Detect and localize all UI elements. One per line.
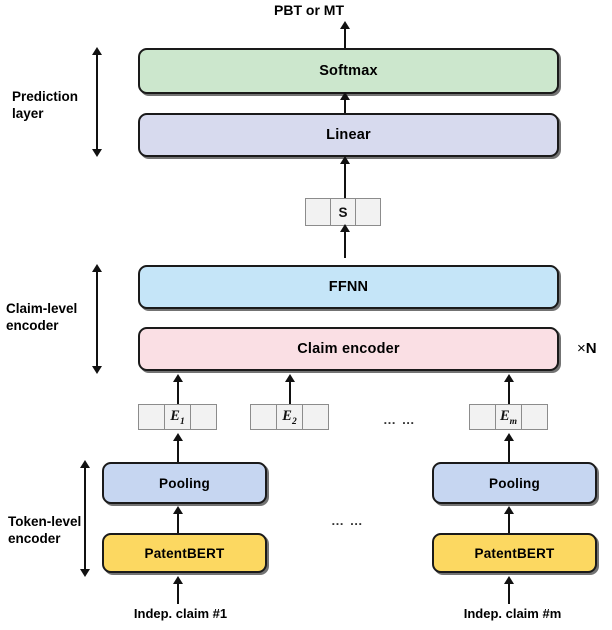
- arrow-pooling1-to-e1-line: [177, 440, 179, 462]
- token-level-encoder-range-indicator: [80, 460, 90, 577]
- ellipsis-embedding-row: … …: [383, 412, 416, 427]
- prediction-layer-range-indicator: [92, 47, 102, 157]
- token-cell-left: [305, 198, 331, 226]
- token-label-e1: E1: [170, 407, 185, 427]
- block-pooling-1[interactable]: Pooling: [102, 462, 267, 504]
- token-label-s: S: [338, 204, 348, 220]
- arrow-ffnn-to-s-line: [344, 228, 346, 258]
- block-pooling-1-label: Pooling: [159, 475, 210, 491]
- token-cell-em: Em: [495, 404, 522, 430]
- token-cell-left: [138, 404, 165, 430]
- arrow-poolingm-to-em-head: [504, 433, 514, 441]
- block-patentbert-1[interactable]: PatentBERT: [102, 533, 267, 573]
- range-arrow-down-icon: [92, 149, 102, 157]
- range-arrow-up-icon: [80, 460, 90, 468]
- arrow-patentbert1-to-pooling1-line: [177, 512, 179, 534]
- arrow-patentbertm-to-poolingm-line: [508, 512, 510, 534]
- ellipsis-token-encoder-row: … …: [331, 513, 364, 528]
- stage-label-token-level-encoder: Token-level encoder: [8, 514, 82, 546]
- arrow-pooling1-to-e1-head: [173, 433, 183, 441]
- arrow-e1-to-claim-encoder-head: [173, 374, 183, 382]
- output-label: PBT or MT: [274, 2, 344, 18]
- token-cell-e2: E2: [276, 404, 303, 430]
- block-linear[interactable]: Linear: [138, 113, 559, 157]
- arrow-poolingm-to-em-line: [508, 440, 510, 462]
- arrow-e2-to-claim-encoder-line: [289, 380, 291, 404]
- arrow-e1-to-claim-encoder-line: [177, 380, 179, 404]
- token-strip-embedding-1: E1: [138, 404, 217, 430]
- token-cell-right: [302, 404, 329, 430]
- block-pooling-m-label: Pooling: [489, 475, 540, 491]
- block-patentbert-m[interactable]: PatentBERT: [432, 533, 597, 573]
- arrow-claimm-to-patentbertm-head: [504, 576, 514, 584]
- range-arrow-up-icon: [92, 47, 102, 55]
- token-cell-left: [469, 404, 496, 430]
- arrow-s-to-linear-line: [344, 160, 346, 200]
- block-claim-encoder[interactable]: Claim encoder: [138, 327, 559, 371]
- arrow-e2-to-claim-encoder-head: [285, 374, 295, 382]
- token-cell-left: [250, 404, 277, 430]
- stage-label-prediction-layer: Prediction layer: [12, 89, 79, 121]
- repeat-times-symbol: ×: [577, 340, 586, 357]
- range-arrow-down-icon: [80, 569, 90, 577]
- block-pooling-m[interactable]: Pooling: [432, 462, 597, 504]
- block-ffnn-label: FFNN: [328, 279, 369, 295]
- arrow-linear-to-softmax-line: [344, 96, 346, 114]
- input-claim-m: Indep. claim #m: [463, 606, 562, 621]
- repeat-marker: ×N: [577, 340, 597, 357]
- range-arrow-down-icon: [92, 366, 102, 374]
- token-cell-right: [190, 404, 217, 430]
- claim-level-encoder-range-indicator: [92, 264, 102, 374]
- stage-label-claim-level-encoder: Claim-level encoder: [6, 301, 78, 333]
- token-strip-embedding-2: E2: [250, 404, 329, 430]
- token-label-e2: E2: [282, 407, 297, 427]
- arrow-em-to-claim-encoder-line: [508, 380, 510, 404]
- arrow-ffnn-to-s-head: [340, 224, 350, 232]
- token-cell-e1: E1: [164, 404, 191, 430]
- input-claim-1: Indep. claim #1: [133, 606, 228, 621]
- token-strip-embedding-m: Em: [469, 404, 548, 430]
- arrow-patentbertm-to-poolingm-head: [504, 506, 514, 514]
- arrow-patentbert1-to-pooling1-head: [173, 506, 183, 514]
- arrow-claim1-to-patentbert1-line: [177, 582, 179, 604]
- block-patentbert-m-label: PatentBERT: [474, 545, 555, 561]
- token-cell-right: [521, 404, 548, 430]
- block-linear-label: Linear: [326, 127, 371, 143]
- token-label-em: Em: [499, 407, 518, 427]
- token-cell-right: [355, 198, 381, 226]
- token-strip-sentence-vector: S: [305, 198, 381, 226]
- range-arrow-up-icon: [92, 264, 102, 272]
- arrow-linear-to-softmax-head: [340, 92, 350, 100]
- arrow-softmax-to-output-head: [340, 21, 350, 29]
- arrow-claimm-to-patentbertm-line: [508, 582, 510, 604]
- arrow-s-to-linear-head: [340, 156, 350, 164]
- block-claim-encoder-label: Claim encoder: [297, 341, 400, 357]
- block-softmax-label: Softmax: [319, 63, 378, 79]
- block-patentbert-1-label: PatentBERT: [144, 545, 225, 561]
- block-ffnn[interactable]: FFNN: [138, 265, 559, 309]
- arrow-claim1-to-patentbert1-head: [173, 576, 183, 584]
- arrow-softmax-to-output-line: [344, 26, 346, 48]
- token-cell-s: S: [330, 198, 356, 226]
- block-softmax[interactable]: Softmax: [138, 48, 559, 94]
- repeat-count: N: [585, 340, 597, 357]
- arrow-em-to-claim-encoder-head: [504, 374, 514, 382]
